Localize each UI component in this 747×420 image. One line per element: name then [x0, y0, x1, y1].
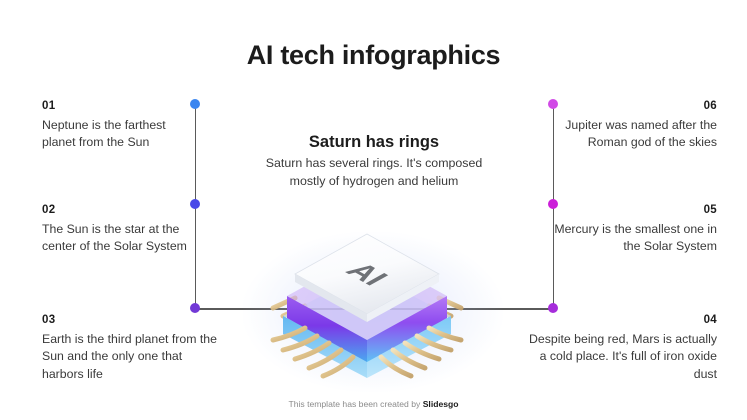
item-text-01: Neptune is the farthest planet from the …: [42, 118, 166, 150]
center-body-text: Saturn has several rings. It's composed …: [265, 156, 483, 188]
infographic-item-06: 06 Jupiter was named after the Roman god…: [542, 100, 717, 152]
item-number-04: 04: [703, 314, 717, 326]
item-text-03: Earth is the third planet from the Sun a…: [42, 332, 217, 381]
connector-line-right-horizontal: [390, 308, 553, 310]
item-number-05: 05: [703, 204, 717, 216]
footer-credit: This template has been created by Slides…: [0, 399, 747, 409]
item-text-05: Mercury is the smallest one in the Solar…: [554, 222, 717, 254]
infographic-item-03: 03 Earth is the third planet from the Su…: [42, 314, 217, 383]
footer-brand[interactable]: Slidesgo: [422, 399, 459, 409]
timeline-dot-04[interactable]: [548, 303, 558, 313]
timeline-dot-02[interactable]: [190, 199, 200, 209]
timeline-dot-01[interactable]: [190, 99, 200, 109]
item-number-03: 03: [42, 314, 56, 326]
connector-line-left-horizontal: [195, 308, 360, 310]
center-heading: Saturn has rings: [308, 133, 440, 151]
infographic-item-01: 01 Neptune is the farthest planet from t…: [42, 100, 202, 152]
footer-prefix: This template has been created by: [288, 399, 423, 409]
infographic-item-05: 05 Mercury is the smallest one in the So…: [542, 204, 717, 256]
timeline-dot-03[interactable]: [190, 303, 200, 313]
ai-chip-illustration: AI: [233, 212, 513, 397]
item-text-06: Jupiter was named after the Roman god of…: [565, 118, 717, 150]
item-text-02: The Sun is the star at the center of the…: [42, 222, 187, 254]
page-title: AI tech infographics: [246, 40, 501, 70]
timeline-dot-06[interactable]: [548, 99, 558, 109]
item-number-06: 06: [703, 100, 717, 112]
timeline-dot-05[interactable]: [548, 199, 558, 209]
infographic-item-02: 02 The Sun is the star at the center of …: [42, 204, 202, 256]
infographic-item-04: 04 Despite being red, Mars is actually a…: [522, 314, 717, 383]
item-text-04: Despite being red, Mars is actually a co…: [529, 332, 717, 381]
item-number-02: 02: [42, 204, 56, 216]
chip-graphic: AI: [270, 233, 464, 379]
item-number-01: 01: [42, 100, 56, 112]
